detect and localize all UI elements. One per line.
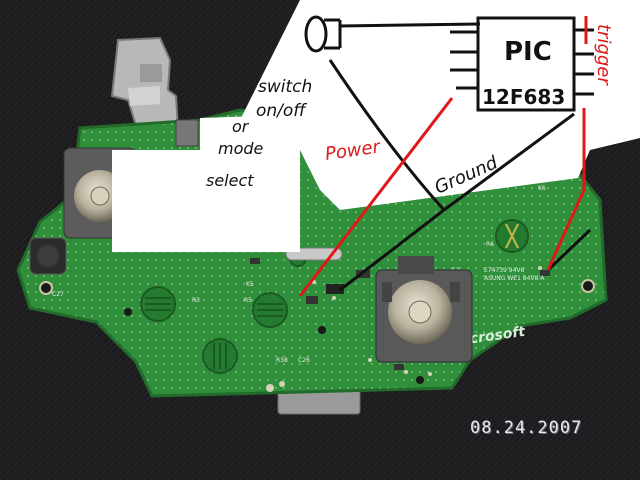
white-paint-overlay [112,150,300,252]
silkscreen-label: C26 [298,357,310,364]
silkscreen-label: C27 [52,291,64,298]
ground-wires [328,22,592,292]
silkscreen-label: K5 [246,281,254,288]
switch-label-line3: or [232,117,250,136]
photo-date-stamp: 08.24.2007 [470,418,583,438]
chip-label-bottom: 12F683 [482,85,565,109]
mounting-hole [581,279,595,293]
mounting-hole [416,376,424,384]
switch-label-line5: select [206,171,254,190]
smd-component [326,284,344,294]
mounting-hole [39,281,53,295]
power-wires [298,16,588,297]
mounting-hole [318,326,326,334]
silkscreen-label: K6 [538,185,546,192]
smd-component [306,296,318,304]
smd-component [540,270,550,276]
button-pad [202,338,238,374]
rumble-motor [29,237,67,275]
board-revision: ASUNG WE1 84V8-A [484,275,545,282]
board-part-number: E74739 94V6 [484,267,525,274]
mounting-hole [124,308,132,316]
chip-label-top: PIC [504,37,552,67]
silkscreen-label: R3 [192,297,200,304]
pic-chip-drawing: PIC 12F683 [450,16,594,112]
silkscreen-label: R6 [486,241,494,248]
button-pad [140,286,176,322]
switch-label-line1: switch [258,77,312,97]
trigger-housing [110,36,180,134]
button-pad [252,292,288,328]
switch-label-line2: on/off [256,101,307,121]
smd-component [250,258,260,264]
tact-switch [175,119,199,147]
button-pad [495,219,529,253]
switch-label-line4: mode [218,139,264,158]
right-thumbstick [375,256,473,363]
white-paint-overlay [200,116,300,160]
silkscreen-label: R38 [276,357,288,364]
trigger-label: trigger [593,24,614,86]
silkscreen-label: R5 [244,297,252,304]
smd-component [394,364,404,370]
